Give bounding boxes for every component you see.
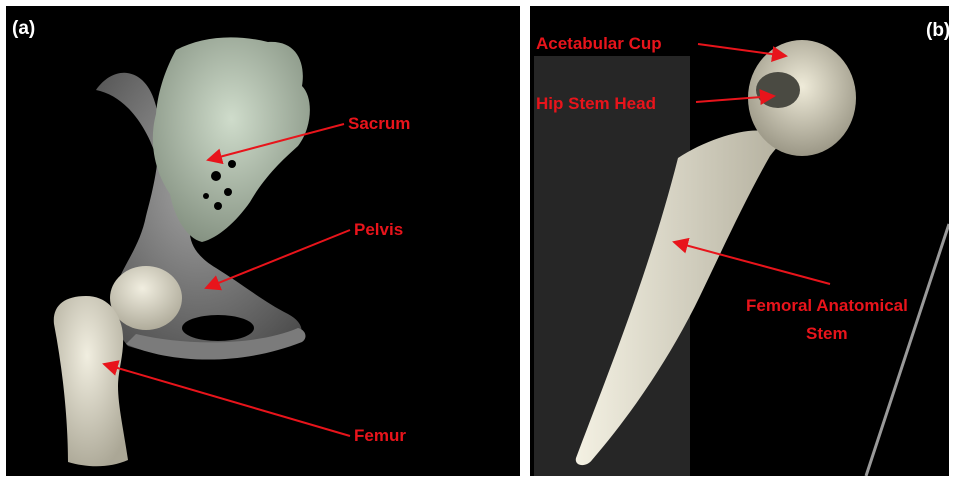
stem-arrow: [674, 242, 830, 284]
femur-arrow: [104, 364, 350, 436]
head-arrow: [696, 96, 774, 102]
pelvis-arrow: [206, 230, 350, 288]
ct-pelvis-panel: (a) Sacrum Pelvis Femur: [6, 6, 520, 476]
sacrum-arrow: [208, 124, 344, 160]
hip-implant-panel: (b) Acetabular Cup Hip Stem Head Femoral…: [530, 6, 949, 476]
panel-a-arrows: [6, 6, 520, 476]
panel-b-arrows: [530, 6, 949, 476]
cup-arrow: [698, 44, 786, 56]
